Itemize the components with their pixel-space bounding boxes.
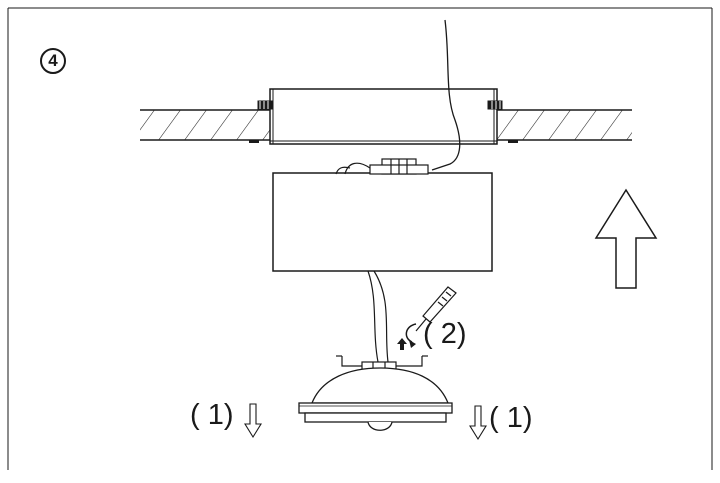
ceiling-mounting-box bbox=[269, 88, 498, 145]
supply-cable bbox=[431, 19, 461, 171]
small-up-arrow-icon bbox=[397, 338, 407, 350]
ceiling-right-section bbox=[497, 110, 632, 140]
rotate-arrow-icon bbox=[405, 323, 417, 343]
callout-clip-left: ( 1) bbox=[190, 399, 234, 431]
clip-arrow-right-icon bbox=[469, 405, 487, 441]
install-direction-arrow-icon bbox=[594, 188, 658, 289]
ceiling-left-section bbox=[140, 110, 270, 140]
box-feet bbox=[249, 140, 518, 143]
screwdriver-icon bbox=[415, 286, 457, 332]
mounting-screw-left bbox=[257, 100, 273, 110]
driver-box bbox=[272, 172, 493, 272]
callout-screw-release: ( 2) bbox=[423, 318, 467, 350]
downlight-lamp bbox=[298, 367, 453, 431]
clip-arrow-left-icon bbox=[244, 403, 262, 439]
rotate-arrow-head bbox=[409, 340, 416, 348]
lamp-cable bbox=[367, 270, 389, 363]
step-number-badge: 4 bbox=[40, 48, 66, 74]
ceiling bbox=[140, 109, 632, 141]
page-frame bbox=[7, 7, 713, 470]
callout-clip-right: ( 1) bbox=[489, 402, 533, 434]
mounting-screw-right bbox=[487, 100, 503, 110]
terminal-block bbox=[335, 158, 429, 175]
